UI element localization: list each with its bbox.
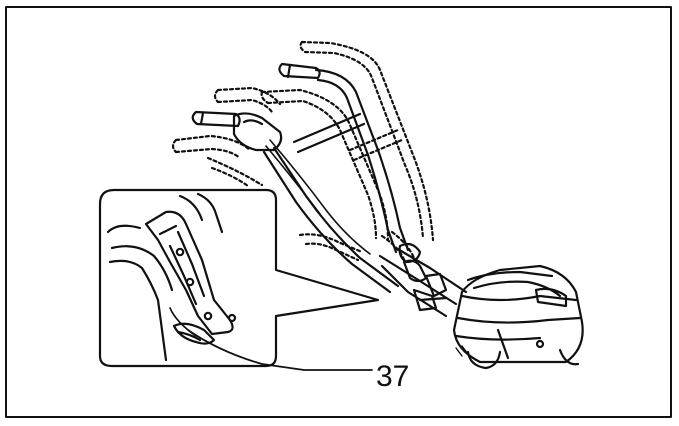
callout-leader-line: [187, 329, 373, 371]
figure-frame: [5, 6, 672, 418]
mower-body: [452, 264, 584, 370]
callout-label-37: 37: [376, 360, 409, 393]
callout-37: 37: [187, 329, 409, 393]
detail-inset: [98, 188, 380, 368]
alternate-handle-positions: [171, 40, 435, 264]
mower-handle: [191, 62, 468, 318]
